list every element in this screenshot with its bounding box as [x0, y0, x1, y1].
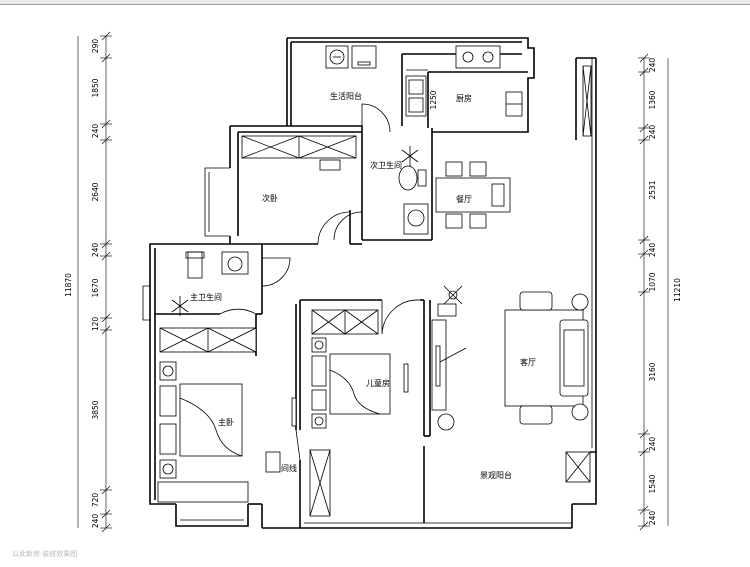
kids-wardrobe: [311, 309, 379, 335]
left-dim-2: 240: [91, 124, 100, 139]
label-view-balcony: 景观阳台: [480, 470, 512, 480]
second-bath-fan-icon: [401, 146, 419, 166]
right-dim-0: 240: [648, 58, 657, 73]
master-bath-inner-door: [219, 308, 257, 315]
label-kitchen: 厨房: [456, 93, 472, 103]
right-dim-9: 240: [648, 511, 657, 526]
kitchen-stove: [455, 45, 501, 69]
second-bath-basin: [403, 203, 429, 235]
view-balcony-planter: [565, 451, 591, 483]
left-dim-3: 2640: [91, 182, 100, 201]
left-dim-7: 3850: [91, 400, 100, 419]
master-desk: [265, 451, 281, 473]
living-round-table: [437, 413, 455, 431]
right-dim-5: 1070: [648, 272, 657, 291]
master-bath-toilet: [185, 251, 205, 279]
balcony-sink: [405, 75, 427, 117]
second-bath-toilet: [398, 165, 427, 191]
left-dim-5: 1670: [91, 278, 100, 297]
living-sofa-set: [504, 291, 589, 425]
dining-table: [435, 161, 511, 229]
balcony-door: [361, 103, 391, 133]
master-window-ledge: [157, 481, 249, 503]
right-dim-2: 240: [648, 125, 657, 140]
right-window-strip: [582, 65, 592, 137]
kids-room-door: [381, 299, 421, 335]
second-bath-door: [333, 211, 363, 245]
right-dim-4: 240: [648, 243, 657, 258]
right-dim-total: 11210: [673, 278, 682, 302]
right-dim-6: 3160: [648, 362, 657, 381]
left-dim-4: 240: [91, 243, 100, 258]
master-bath-basin: [221, 251, 249, 275]
left-dim-6: 120: [91, 317, 100, 332]
label-second-bedroom: 次卧: [262, 193, 278, 203]
label-master-bedroom: 主卧: [218, 417, 234, 427]
right-dim-7: 240: [648, 437, 657, 452]
right-dim-8: 1540: [648, 474, 657, 493]
water-heater: [351, 45, 377, 69]
label-living-balcony: 生活阳台: [330, 91, 362, 101]
second-bedroom-wardrobe: [241, 135, 357, 159]
corridor-cabinet: [309, 449, 331, 517]
window-top-bar: [0, 0, 750, 5]
left-dim-1: 1850: [91, 78, 100, 97]
right-dimension-chain: 240 1360 240 2531 240 1070 3160 240 1540…: [638, 53, 682, 531]
label-kids-room: 儿童房: [366, 378, 390, 388]
label-living-room: 客厅: [520, 357, 536, 367]
left-dim-0: 290: [91, 39, 100, 54]
kitchen-fridge: [505, 91, 523, 117]
label-second-bathroom: 次卫生间: [370, 160, 402, 170]
left-dim-total: 11870: [64, 273, 73, 297]
right-dim-ticks: [638, 53, 650, 531]
master-wardrobe: [159, 327, 257, 353]
second-bedroom-door: [317, 211, 351, 245]
watermark: 以此新房·装修效果图: [12, 549, 77, 558]
doors: [219, 103, 421, 461]
left-dim-8: 720: [91, 493, 100, 508]
living-plant-icon: [437, 285, 463, 317]
master-bed: [159, 361, 243, 479]
second-bedroom-desk: [319, 159, 341, 171]
washing-machine: [325, 45, 349, 69]
kids-bed: [311, 337, 391, 429]
kids-tv: [403, 363, 409, 393]
interior-walls: [155, 53, 528, 528]
kitchen-inner-dim: 1250: [429, 90, 438, 109]
master-bath-fan-icon: [171, 296, 189, 316]
left-dimension-chain: 290 1850 240 2640 240 1670 120 3850 720 …: [64, 31, 112, 533]
label-dining: 餐厅: [456, 195, 472, 204]
living-tv-cabinet: [431, 319, 467, 411]
left-dim-9: 240: [91, 514, 100, 529]
right-dim-3: 2531: [648, 180, 657, 199]
label-corridor: 间线: [281, 463, 297, 473]
label-master-bathroom: 主卫生间: [190, 292, 222, 302]
right-dim-1: 1360: [648, 90, 657, 109]
master-tv: [291, 397, 297, 427]
left-dim-ticks: [100, 31, 112, 533]
outer-walls: [142, 37, 597, 529]
master-bath-door-arc: [261, 257, 291, 287]
